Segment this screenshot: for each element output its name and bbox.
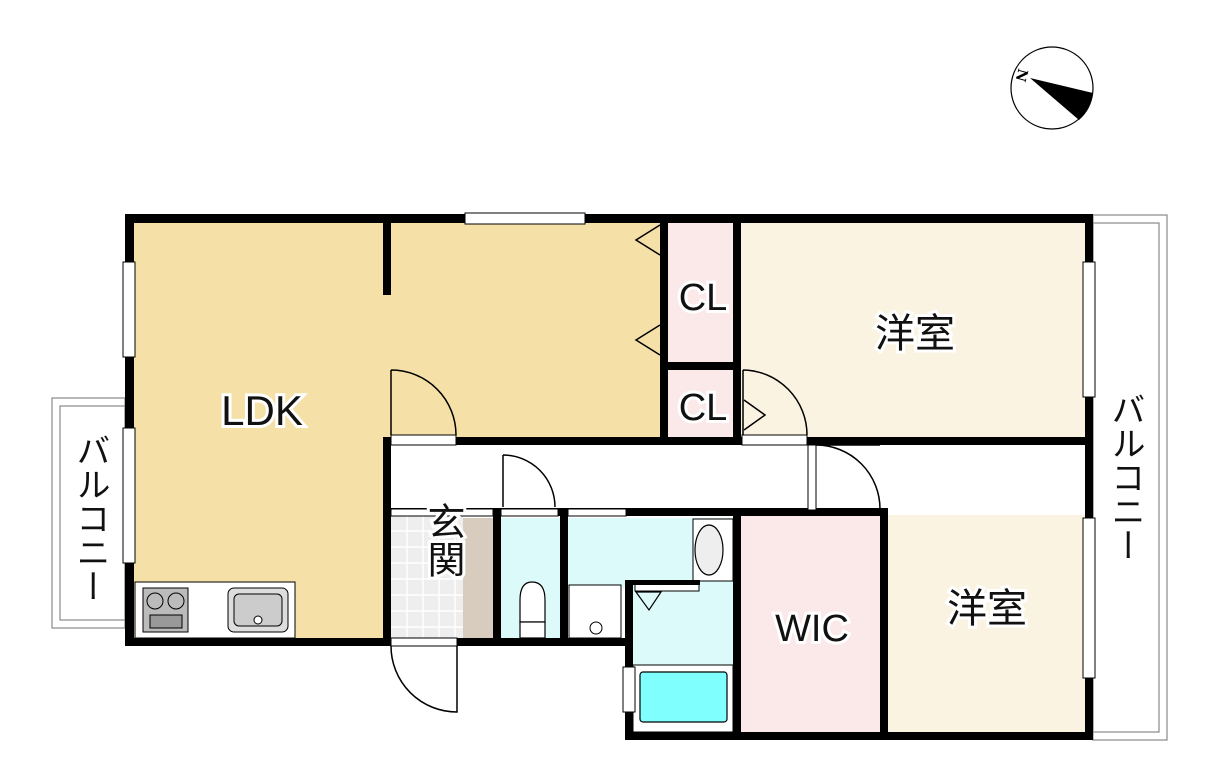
- room-label-closet-lower: CL: [679, 387, 728, 429]
- room-label-balcony-right: バルコニー: [1105, 392, 1145, 562]
- tile-grid: [391, 515, 463, 638]
- ldk-area: [133, 222, 385, 638]
- sink-icon: [227, 587, 289, 633]
- washbasin-icon: [692, 518, 734, 582]
- room-label-wic: WIC: [775, 608, 849, 650]
- western-room-2: [888, 515, 1085, 732]
- bathtub-icon: [639, 671, 728, 723]
- stove-icon: [142, 587, 189, 633]
- room-label-balcony-left: バルコニー: [70, 433, 110, 603]
- washroom-lower: [633, 585, 733, 665]
- walls: [122, 212, 1096, 740]
- room-label-closet-upper: CL: [679, 277, 728, 319]
- balcony-left: [51, 397, 126, 629]
- entrance-tile: [391, 515, 463, 638]
- closet-upper: [668, 222, 734, 362]
- walk-in-closet: [741, 515, 880, 732]
- toilet-icon: [519, 581, 546, 639]
- room-label-western-2: 洋室: [947, 586, 1027, 632]
- room-label-ldk: LDK: [221, 387, 303, 434]
- closet-lower: [668, 370, 734, 437]
- north-label: N: [1011, 67, 1030, 84]
- kitchen-counter: [134, 581, 296, 639]
- ldk-area-upper: [383, 222, 661, 437]
- shoe-box: [463, 518, 493, 638]
- compass-icon: N: [1010, 46, 1094, 130]
- room-label-entrance: 玄関: [421, 502, 465, 578]
- room-label-western-1: 洋室: [875, 311, 955, 357]
- doors: [390, 224, 881, 713]
